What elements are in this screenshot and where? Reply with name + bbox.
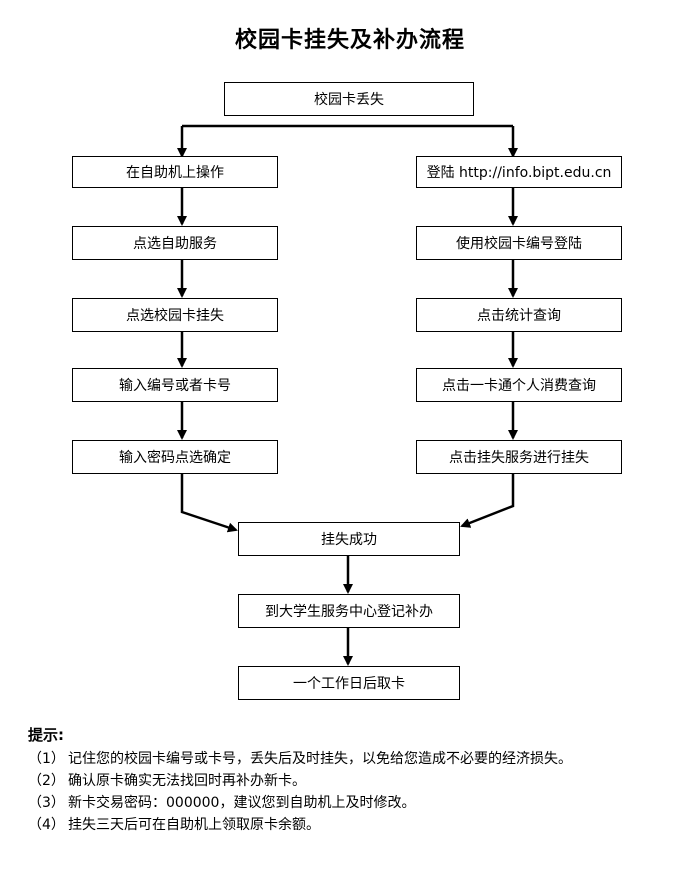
tip-text: 确认原卡确实无法找回时再补办新卡。 bbox=[68, 773, 306, 789]
node-left-2: 点选自助服务 bbox=[72, 226, 278, 260]
tips-section: 提示: （1） 记住您的校园卡编号或卡号，丢失后及时挂失，以免给您造成不必要的经… bbox=[28, 724, 678, 836]
arrow-merge-left bbox=[180, 474, 238, 533]
tip-text: 记住您的校园卡编号或卡号，丢失后及时挂失，以免给您造成不必要的经济损失。 bbox=[68, 751, 572, 767]
node-right-3: 点击统计查询 bbox=[416, 298, 622, 332]
node-right-2: 使用校园卡编号登陆 bbox=[416, 226, 622, 260]
node-left-5: 输入密码点选确定 bbox=[72, 440, 278, 474]
tip-text: 挂失三天后可在自助机上领取原卡余额。 bbox=[68, 817, 320, 833]
node-card-lost: 校园卡丢失 bbox=[224, 82, 474, 116]
tip-number: （4） bbox=[28, 817, 65, 833]
node-left-3: 点选校园卡挂失 bbox=[72, 298, 278, 332]
node-left-4: 输入编号或者卡号 bbox=[72, 368, 278, 402]
tips-heading: 提示: bbox=[28, 726, 64, 744]
tip-number: （2） bbox=[28, 773, 65, 789]
tip-item: （4） 挂失三天后可在自助机上领取原卡余额。 bbox=[28, 814, 678, 836]
node-left-1: 在自助机上操作 bbox=[72, 156, 278, 188]
tip-number: （1） bbox=[28, 751, 65, 767]
arrow-merge-right bbox=[460, 474, 515, 528]
tip-item: （2） 确认原卡确实无法找回时再补办新卡。 bbox=[28, 770, 678, 792]
node-right-4: 点击一卡通个人消费查询 bbox=[416, 368, 622, 402]
tip-item: （3） 新卡交易密码：000000，建议您到自助机上及时修改。 bbox=[28, 792, 678, 814]
node-pickup-card: 一个工作日后取卡 bbox=[238, 666, 460, 700]
page-title: 校园卡挂失及补办流程 bbox=[234, 28, 465, 53]
tip-number: （3） bbox=[28, 795, 65, 811]
node-right-1: 登陆 http://info.bipt.edu.cn bbox=[416, 156, 622, 188]
node-right-5: 点击挂失服务进行挂失 bbox=[416, 440, 622, 474]
tip-item: （1） 记住您的校园卡编号或卡号，丢失后及时挂失，以免给您造成不必要的经济损失。 bbox=[28, 748, 678, 770]
node-loss-reported: 挂失成功 bbox=[238, 522, 460, 556]
tip-text: 新卡交易密码：000000，建议您到自助机上及时修改。 bbox=[68, 795, 416, 811]
node-register-reissue: 到大学生服务中心登记补办 bbox=[238, 594, 460, 628]
